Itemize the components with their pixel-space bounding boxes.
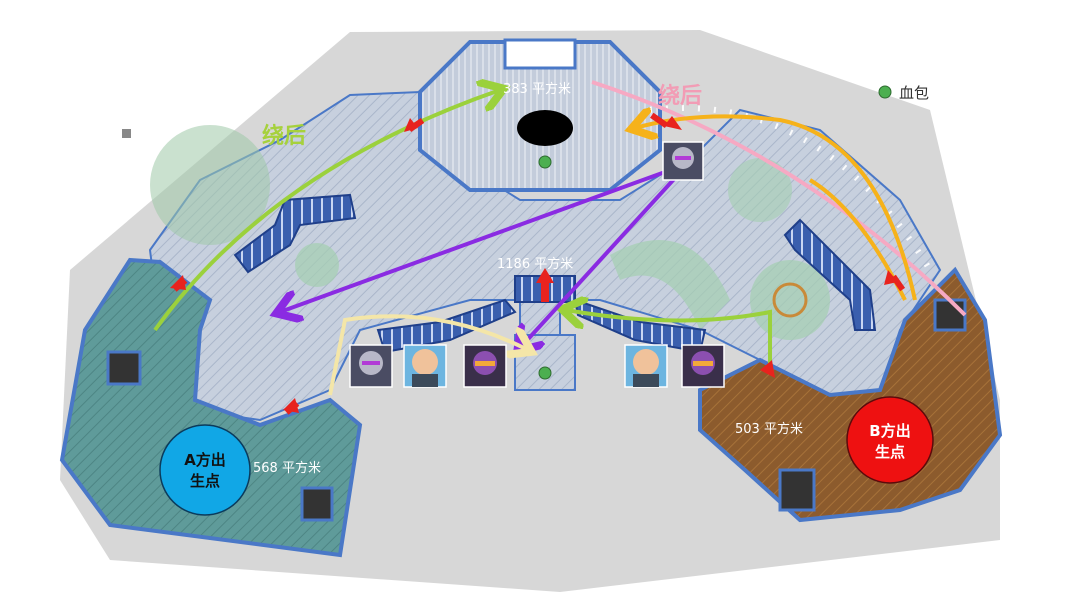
legend-health-pack-icon [878, 85, 892, 99]
upper-right-decor-circle [728, 158, 792, 222]
area-label-right: 503 平方米 [735, 421, 803, 437]
center-right-green-arc [610, 240, 730, 330]
route-pink-right-flank [591, 80, 967, 317]
route-orange-right [635, 116, 917, 301]
area-label-top: 383 平方米 [503, 81, 571, 97]
a-spawn-room-floor [59, 257, 363, 558]
door-arrow-top-right [664, 116, 682, 130]
b-room-block-1 [933, 298, 967, 332]
b-spawn-label-line2: 生点 [875, 443, 905, 461]
masked-hero-right [681, 344, 725, 388]
mid-left-decor-circle [295, 243, 339, 287]
left-decor-circle [150, 125, 270, 245]
top-room-pit [517, 110, 573, 146]
door-arrow-center [536, 268, 554, 283]
area-label-left: 568 平方米 [253, 460, 321, 476]
legend-health-pack-label: 血包 [899, 84, 929, 102]
right-balcony-edge [649, 105, 933, 272]
bald-hero-right [624, 344, 668, 388]
route-cream-center [328, 314, 528, 396]
flank-label-right: 绕后 [658, 83, 702, 109]
b-room-block-2 [778, 468, 816, 512]
health-pack-top [538, 155, 552, 169]
route-green-left-flank [153, 90, 500, 332]
robot-hero-top [662, 141, 704, 181]
b-spawn-label-line1: B方出 [869, 422, 910, 440]
route-green-right [566, 310, 772, 370]
stairs-left-upper [233, 193, 357, 274]
a-room-block-2 [300, 486, 334, 522]
hero-portrait-group [349, 141, 725, 388]
b-spawn-marker [846, 396, 934, 484]
route-purple-to-left [280, 170, 666, 312]
door-arrows [170, 112, 906, 415]
masked-hero-left [463, 344, 507, 388]
a-room-block-1 [106, 350, 142, 386]
health-pack-center [538, 366, 552, 380]
stairs-right [783, 218, 877, 331]
flank-label-left: 绕后 [262, 123, 306, 149]
a-spawn-marker [159, 424, 251, 516]
robot-hero-left [349, 344, 393, 388]
a-spawn-label-line1: A方出 [184, 451, 226, 469]
area-label-center: 1186 平方米 [497, 256, 573, 272]
door-arrow-b-room [760, 360, 775, 378]
grey-marker [122, 129, 131, 138]
top-room-doorway [503, 38, 577, 70]
right-decor-circle-inner [772, 282, 808, 318]
bald-hero-left [403, 344, 447, 388]
route-purple-to-center [520, 176, 677, 348]
a-spawn-label-line2: 生点 [190, 472, 220, 490]
